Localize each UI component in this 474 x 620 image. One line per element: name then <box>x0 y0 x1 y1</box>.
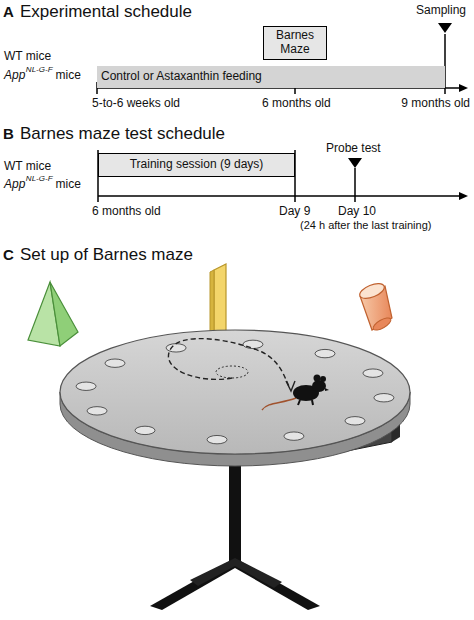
maze-table <box>60 330 410 466</box>
group-label-sup: NL-G-F <box>26 65 53 74</box>
session-box: Barnes Maze <box>263 26 327 60</box>
panel-heading: Barnes maze test schedule <box>20 124 225 144</box>
maze-hole <box>76 382 96 390</box>
node-text: Barnes Maze <box>268 29 322 57</box>
group-label: mice <box>56 69 81 83</box>
timeline-a <box>97 23 468 94</box>
maze-hole <box>315 349 335 357</box>
maze-stand <box>150 452 320 610</box>
training-box: Training session (9 days) <box>98 153 295 177</box>
tick-label: Day 10 <box>338 205 376 219</box>
group-label: App <box>4 69 25 83</box>
panel-letter: B <box>3 125 14 142</box>
maze-hole <box>345 417 365 425</box>
tick-label: Day 9 <box>279 205 310 219</box>
panel-heading: Set up of Barnes maze <box>20 245 193 265</box>
timeline-b <box>98 150 468 202</box>
group-label-sup: NL-G-F <box>26 174 53 183</box>
mouse-figure <box>262 375 329 411</box>
note-label: (24 h after the last training) <box>300 219 431 232</box>
panel-heading: Experimental schedule <box>20 2 192 22</box>
cup-cue <box>358 281 393 333</box>
event-label: Sampling <box>416 4 466 18</box>
group-label: WT mice <box>4 160 51 174</box>
node-text: Training session (9 days) <box>130 158 264 172</box>
tick-label: 6 months old <box>262 97 331 111</box>
node-text: Control or Astaxanthin feeding <box>101 70 262 84</box>
maze-hole <box>243 340 263 348</box>
maze-hole <box>284 432 304 440</box>
tick-label: 9 months old <box>401 97 470 111</box>
group-label: WT mice <box>4 50 51 64</box>
maze-hole <box>374 394 394 402</box>
panel-letter: C <box>3 246 14 263</box>
feeding-band: Control or Astaxanthin feeding <box>97 66 445 88</box>
maze-hole <box>135 426 155 434</box>
maze-hole <box>105 359 125 367</box>
maze-hole <box>166 344 186 352</box>
pyramid-cue <box>28 282 78 346</box>
event-label: Probe test <box>326 142 381 156</box>
panel-letter: A <box>3 3 14 20</box>
maze-hole <box>363 369 383 377</box>
maze-hole <box>87 407 107 415</box>
maze-hole <box>207 435 227 443</box>
tick-label: 5-to-6 weeks old <box>92 97 180 111</box>
group-label: mice <box>56 178 81 192</box>
group-label: App <box>4 178 25 192</box>
tick-label: 6 months old <box>92 205 161 219</box>
